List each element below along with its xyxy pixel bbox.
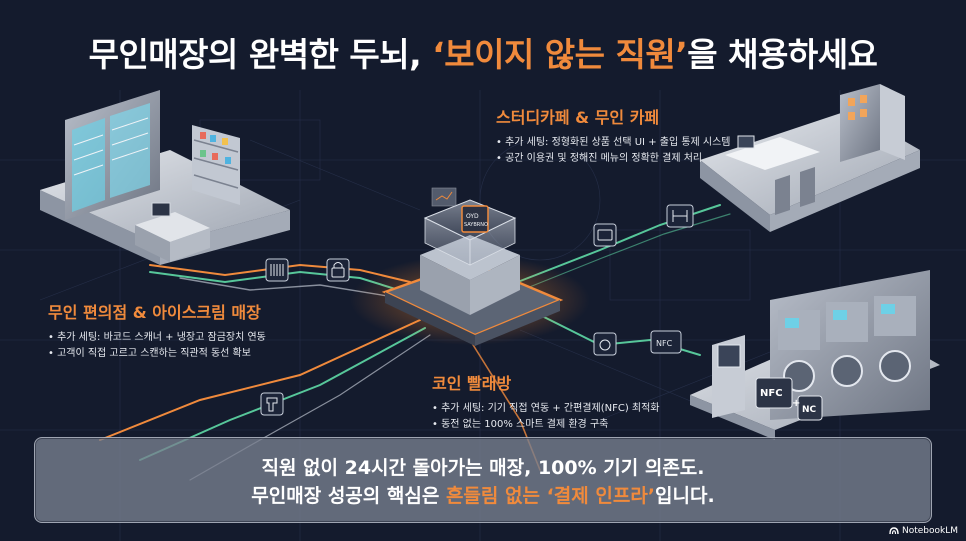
bullet-laundry-2: 동전 없는 100% 스마트 결제 환경 구축 xyxy=(432,417,660,433)
bullet-convenience-1: 추가 세팅: 바코드 스캐너 + 냉장고 잠금장치 연동 xyxy=(48,330,266,346)
page-title: 무인매장의 완벽한 두뇌, ‘보이지 않는 직원’을 채용하세요 xyxy=(88,35,878,74)
gate-icon xyxy=(666,204,694,228)
central-payment-device xyxy=(350,187,590,346)
convenience-store-illustration xyxy=(40,90,290,265)
card-icon xyxy=(593,223,617,247)
nfc-plus-label: + xyxy=(792,398,800,409)
section-title-cafe: 스터디카페 & 무인 카페 xyxy=(496,108,660,127)
nfc-card-label: NC xyxy=(802,405,817,415)
notebooklm-logo-icon xyxy=(889,527,899,535)
barcode-icon xyxy=(265,258,289,282)
nfc-small-label: NFC xyxy=(656,339,673,348)
section-study-cafe: 스터디카페 & 무인 카페 추가 세팅: 정형화된 상품 선택 UI + 출입 … xyxy=(496,104,731,167)
study-cafe-illustration xyxy=(700,84,920,232)
nfc-kiosk-label: NFC xyxy=(760,388,783,399)
center-chip-label-1: OYD xyxy=(466,213,479,220)
brand-label: NotebookLM xyxy=(901,526,958,536)
section-title-laundry: 코인 빨래방 xyxy=(432,374,512,393)
banner-highlight: 흔들림 없는 ‘결제 인프라’ xyxy=(445,485,656,507)
bullet-cafe-1: 추가 세팅: 정형화된 상품 선택 UI + 출입 통제 시스템 xyxy=(496,135,730,151)
center-chip-label-2: SAYBRNO xyxy=(464,222,488,228)
section-coin-laundry: 코인 빨래방 추가 세팅: 기기 직접 연동 + 간편결제(NFC) 최적화 동… xyxy=(432,370,660,433)
banner-line-2: 무인매장 성공의 핵심은 흔들림 없는 ‘결제 인프라’입니다. xyxy=(251,485,715,507)
title-highlight: ‘보이지 않는 직원’ xyxy=(432,35,688,74)
bullet-laundry-1: 추가 세팅: 기기 직접 연동 + 간편결제(NFC) 최적화 xyxy=(432,401,659,417)
scanner-icon xyxy=(260,392,284,416)
section-convenience-store: 무인 편의점 & 아이스크림 매장 추가 세팅: 바코드 스캐너 + 냉장고 잠… xyxy=(48,299,266,362)
lock-icon xyxy=(326,258,350,282)
bullet-convenience-2: 고객이 직접 고르고 스캔하는 직관적 동선 확보 xyxy=(48,346,266,362)
washer-icon xyxy=(593,332,617,356)
summary-banner: 직원 없이 24시간 돌아가는 매장, 100% 기기 의존도. 무인매장 성공… xyxy=(34,437,932,523)
nfc-small-icon xyxy=(650,330,682,354)
brand-watermark: NotebookLM xyxy=(889,526,958,536)
laundromat-illustration xyxy=(690,270,940,440)
banner-line-1: 직원 없이 24시간 돌아가는 매장, 100% 기기 의존도. xyxy=(261,457,705,479)
section-title-convenience: 무인 편의점 & 아이스크림 매장 xyxy=(48,303,261,322)
bullet-cafe-2: 공간 이용권 및 정해진 메뉴의 정확한 결제 처리 xyxy=(496,151,731,167)
